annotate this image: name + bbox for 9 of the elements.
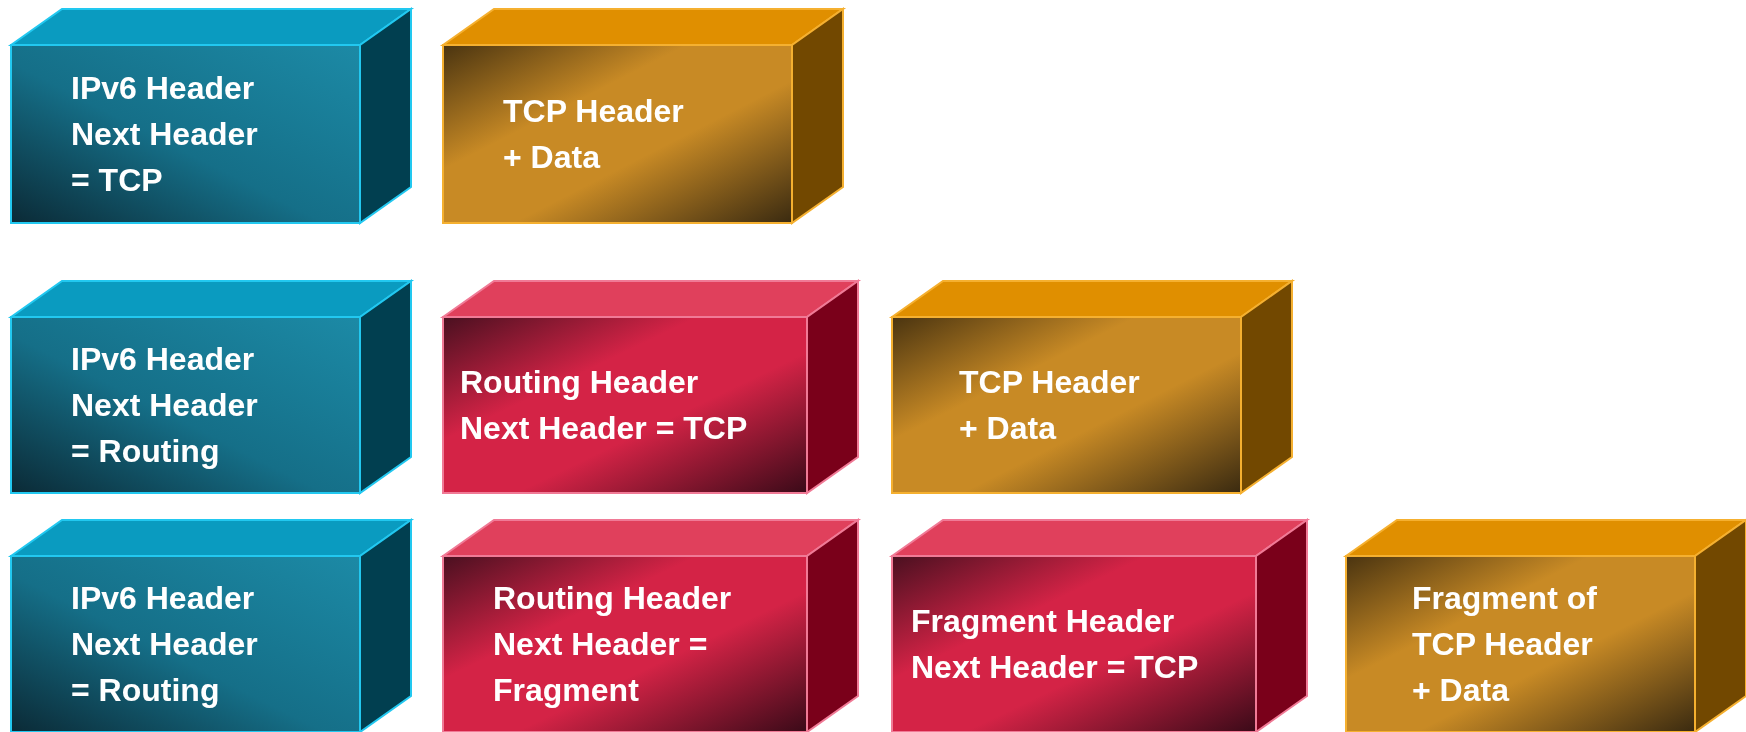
block-label: TCP Header + Data xyxy=(503,92,684,177)
block-label: IPv6 Header Next Header = TCP xyxy=(71,69,258,200)
block-label: Routing Header Next Header = TCP xyxy=(460,363,748,448)
block-label: Routing Header Next Header = Fragment xyxy=(493,579,732,710)
block-label: Fragment Header Next Header = TCP xyxy=(911,602,1199,687)
block-label: IPv6 Header Next Header = Routing xyxy=(71,579,258,710)
block-label: IPv6 Header Next Header = Routing xyxy=(71,340,258,471)
block-label: TCP Header + Data xyxy=(959,363,1140,448)
block-label: Fragment of TCP Header + Data xyxy=(1412,579,1597,710)
